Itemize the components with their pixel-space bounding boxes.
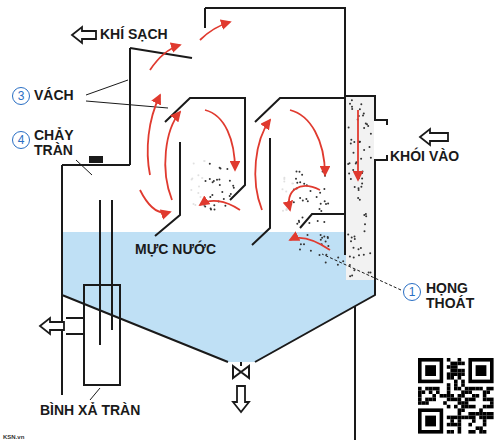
leader-line	[322, 254, 401, 290]
callout-number: 3	[12, 87, 30, 105]
callout-number: 1	[403, 283, 421, 301]
gas-flow	[140, 22, 358, 250]
watermark: KSN.vn	[3, 434, 24, 441]
water	[63, 232, 374, 362]
inlet-label: KHÓI VÀO	[390, 149, 459, 164]
housing	[62, 8, 387, 440]
leader-lines	[76, 80, 168, 400]
inlet-smoke	[346, 96, 374, 280]
outlet-label: KHÍ SẠCH	[100, 27, 168, 42]
water-spray	[180, 125, 305, 225]
water-level-label: MỰC NƯỚC	[135, 242, 216, 257]
qr-code	[418, 358, 494, 434]
part-label: BÌNH XẢ TRÀN	[40, 403, 140, 418]
part-label: HỌNG THOÁT	[426, 281, 486, 311]
flow-arrows	[40, 27, 448, 412]
part-label: CHẢY TRÀN	[34, 128, 96, 158]
callout-number: 4	[12, 131, 30, 149]
part-label: VÁCH	[34, 88, 74, 103]
